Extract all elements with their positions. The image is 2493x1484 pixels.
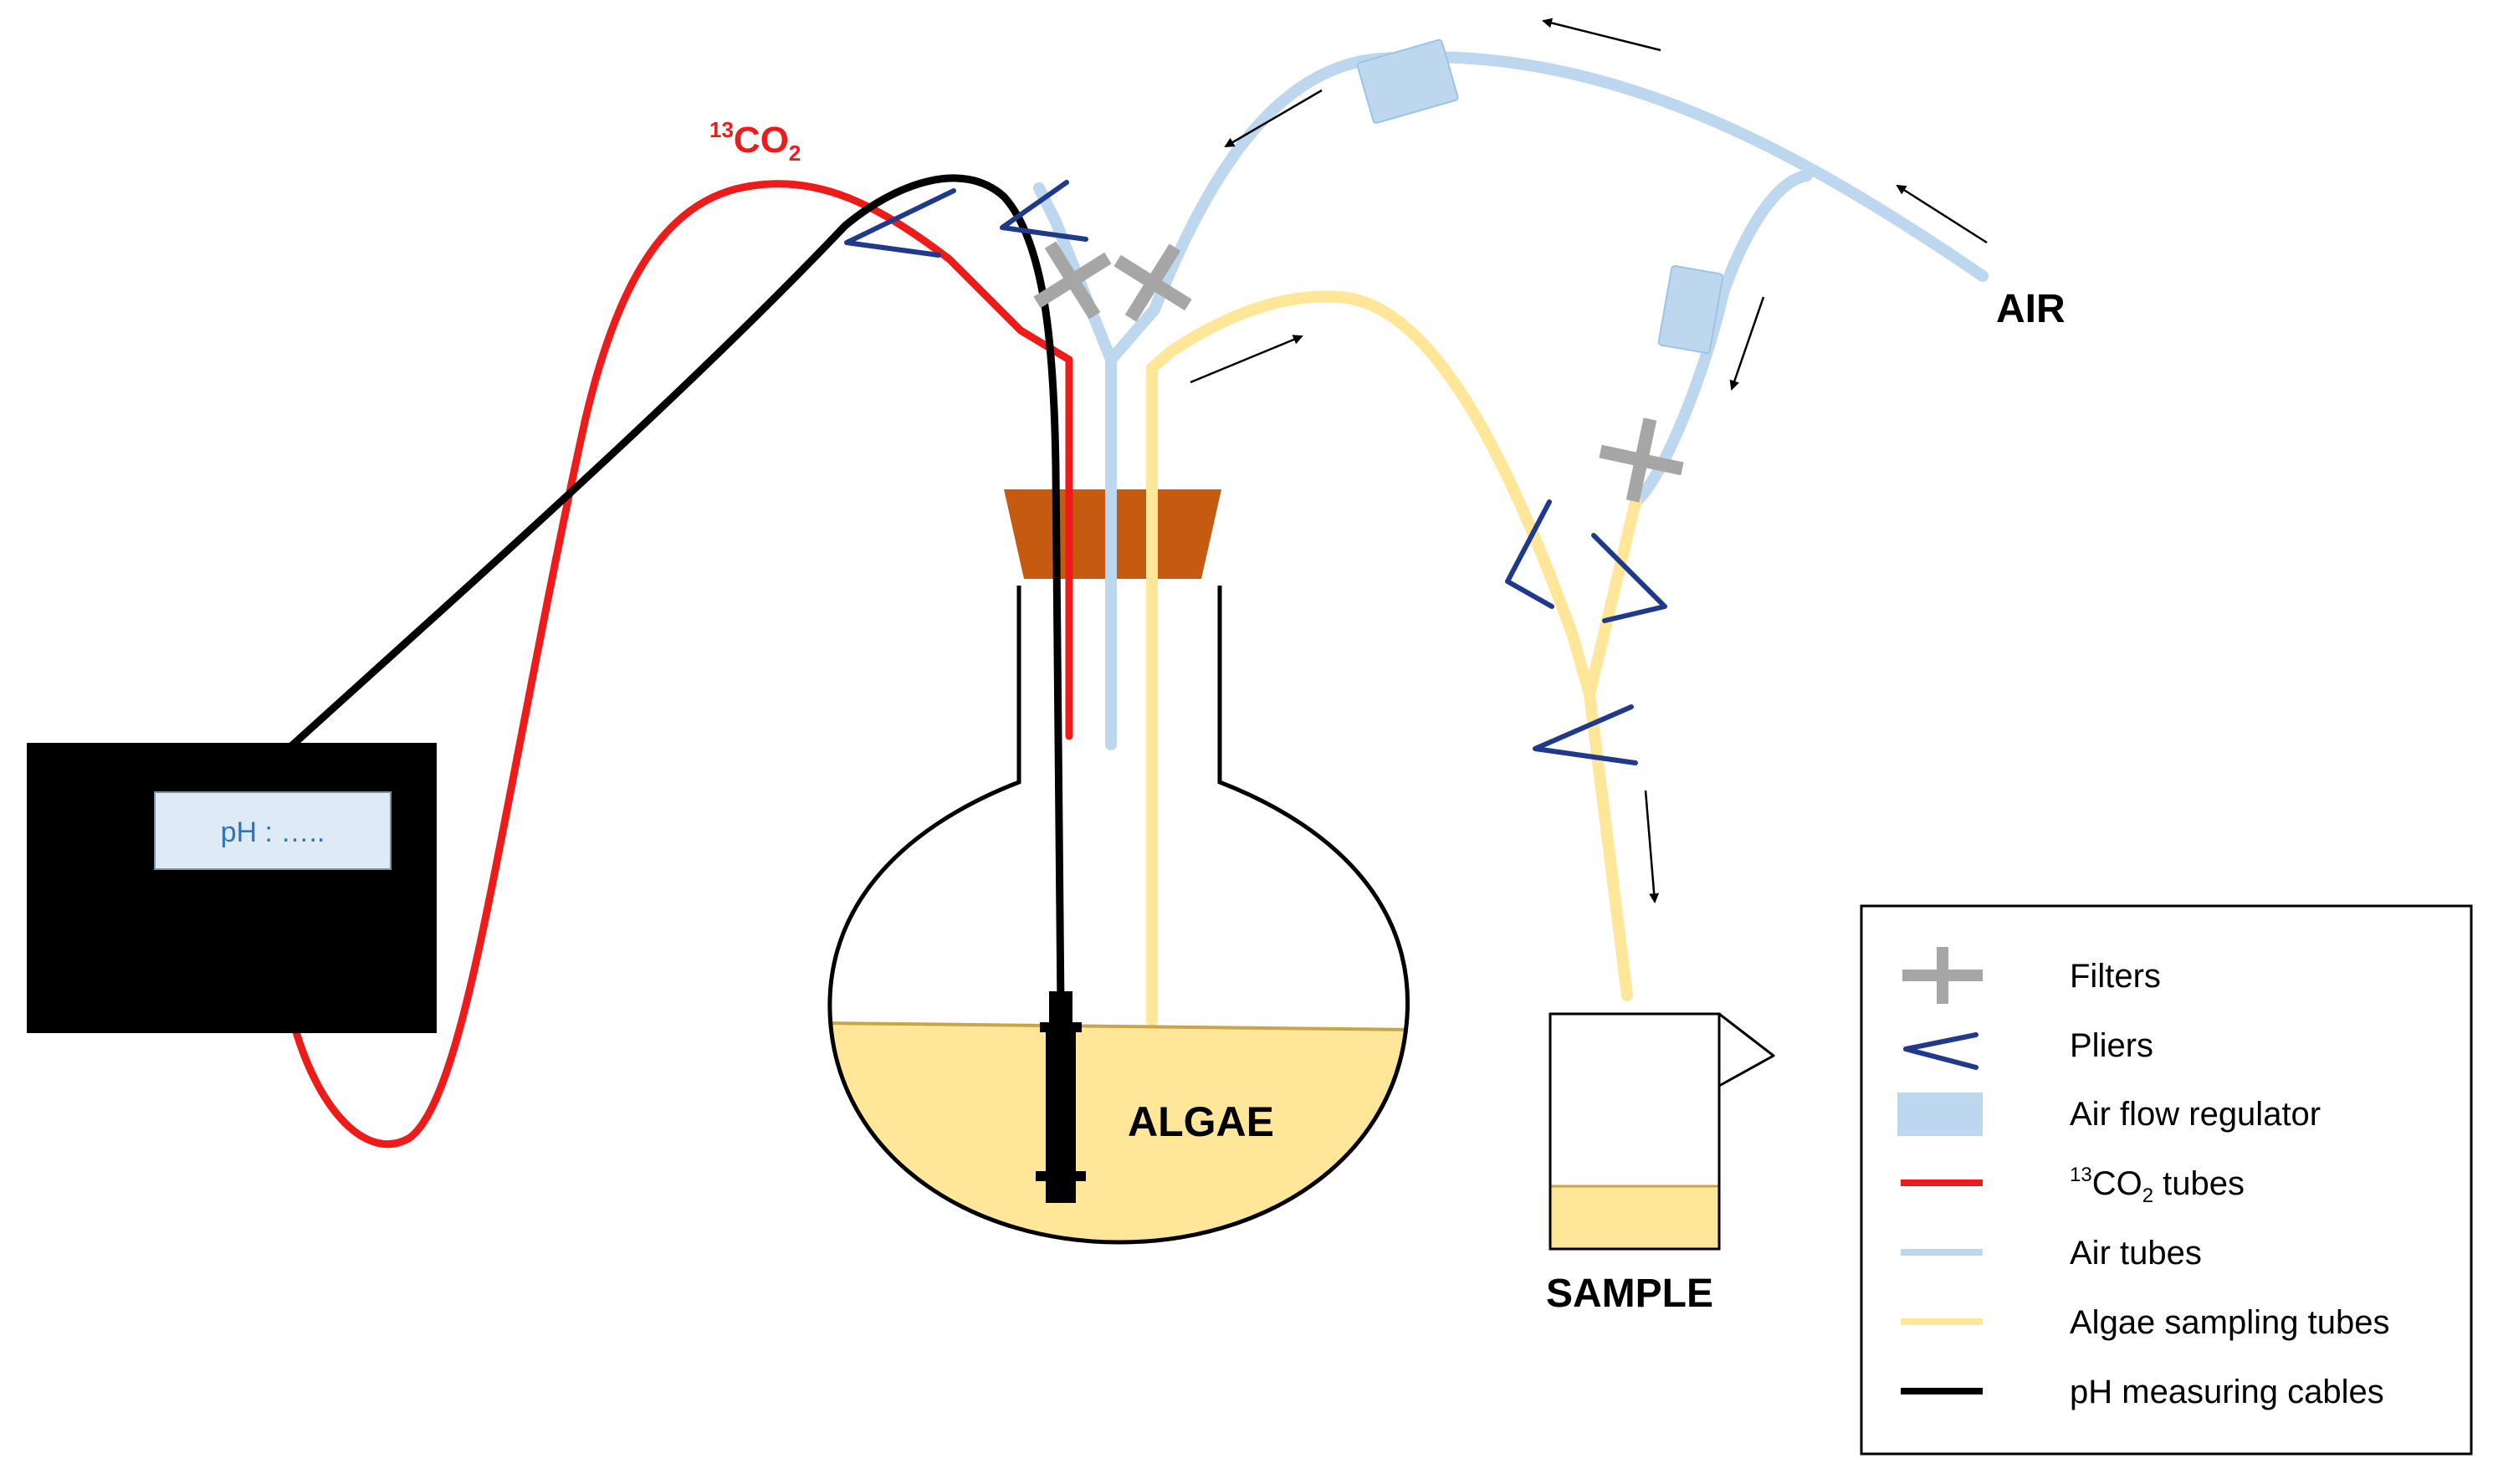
- sample-liquid: [1550, 1186, 1719, 1249]
- filters: [1033, 241, 1684, 503]
- legend-item-ph-cables: pH measuring cables: [1901, 1374, 2384, 1410]
- filter-left: [1033, 241, 1112, 320]
- pliers-red-tube: [844, 188, 956, 258]
- arrow-to-sample: [1644, 790, 1660, 903]
- arrow-left-top: [1224, 89, 1323, 148]
- legend-label: Air tubes: [2070, 1235, 2202, 1272]
- arrow-air-inlet: [1896, 184, 1988, 244]
- algae-sampling-tubes: [1146, 290, 1641, 1026]
- ph-readout: pH : …..: [221, 816, 325, 848]
- pliers-sample-lower: [1533, 704, 1638, 765]
- air-tubes: [1033, 50, 1989, 750]
- legend-item-co2-tubes: 13CO2 tubes: [1901, 1164, 2245, 1207]
- filter-right: [1599, 417, 1684, 503]
- legend-label: Algae sampling tubes: [2070, 1304, 2389, 1341]
- arrow-right-branch: [1729, 296, 1765, 391]
- air-flow-regulators: [1356, 38, 1724, 355]
- algae-liquid: [829, 1022, 1408, 1242]
- legend: Filters Pliers Air flow regulator 13CO2 …: [1860, 904, 2473, 1456]
- legend-label: Pliers: [2070, 1027, 2153, 1064]
- legend-label: 13CO2 tubes: [2070, 1164, 2245, 1207]
- air-flow-regulator-top: [1356, 38, 1459, 124]
- legend-item-filters: Filters: [1902, 947, 2161, 1004]
- algae-label: ALGAE: [1128, 1098, 1274, 1145]
- pliers-sample-right: [1591, 533, 1667, 623]
- legend-item-algae-tubes: Algae sampling tubes: [1901, 1304, 2389, 1341]
- sample-label: SAMPLE: [1546, 1272, 1713, 1316]
- co2-label: 13CO2: [709, 117, 801, 166]
- algae-liquid-surface: [829, 1021, 1408, 1032]
- legend-label: Air flow regulator: [2070, 1096, 2321, 1133]
- legend-item-regulator: Air flow regulator: [1897, 1093, 2321, 1136]
- legend-item-air-tubes: Air tubes: [1901, 1235, 2202, 1272]
- legend-pliers-icon: [1903, 1032, 1979, 1070]
- legend-plus-icon: [1902, 947, 1983, 1004]
- pliers-sample-left: [1505, 499, 1554, 609]
- filter-middle: [1113, 243, 1192, 322]
- algae-tube-down: [1584, 496, 1641, 1001]
- legend-rectangle-icon: [1897, 1093, 1983, 1136]
- ph-meter: pH : …..: [27, 743, 437, 1033]
- air-label: AIR: [1996, 287, 2066, 331]
- ph-probe: [1036, 991, 1086, 1203]
- sample-beaker: [1549, 1012, 1775, 1251]
- legend-item-pliers: Pliers: [1903, 1027, 2153, 1070]
- ph-screen: [154, 791, 392, 870]
- flask-outline: [827, 586, 1410, 1245]
- pliers-blue-tube: [1000, 180, 1088, 242]
- pliers: [844, 180, 1667, 765]
- air-flow-regulator-right: [1657, 264, 1724, 355]
- co2-tube: [289, 180, 1073, 1149]
- legend-label: Filters: [2070, 958, 2161, 995]
- arrow-sampling: [1190, 335, 1303, 384]
- flow-arrows: [1190, 18, 1988, 903]
- legend-label: pH measuring cables: [2070, 1374, 2384, 1410]
- arrow-top: [1542, 18, 1661, 52]
- flask: [827, 489, 1410, 1245]
- air-tube-main: [1105, 50, 1989, 750]
- algae-tube-from-flask: [1146, 290, 1595, 1026]
